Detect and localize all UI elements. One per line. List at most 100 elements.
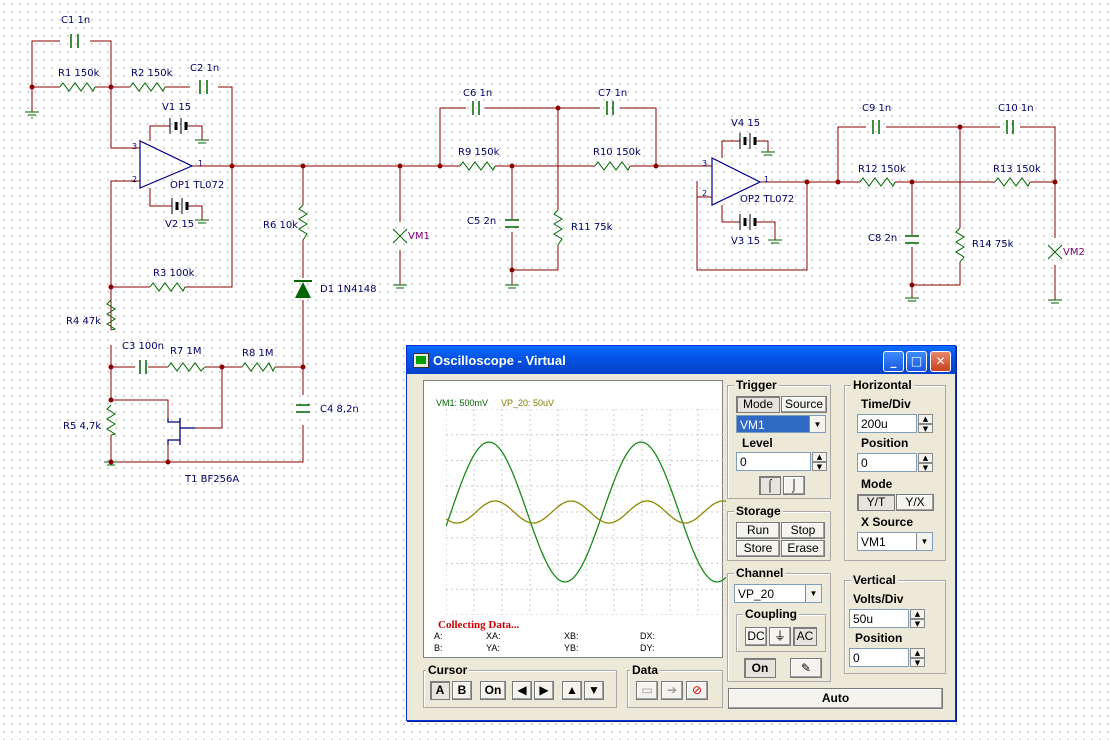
cursor-left-button[interactable]: ◀	[512, 681, 532, 700]
label-c7: C7 1n	[598, 88, 628, 99]
trigger-falling-edge-button[interactable]: ⌡	[783, 476, 805, 495]
status-text: Collecting Data...	[438, 619, 520, 631]
horizontal-position-input[interactable]: 0	[857, 453, 917, 472]
pin-3-op2: 3	[702, 159, 708, 168]
trigger-source-select[interactable]: VM1 ▼	[736, 415, 826, 433]
stop-button[interactable]: Stop	[781, 522, 825, 539]
trigger-mode-button[interactable]: Mode	[736, 396, 780, 413]
store-button[interactable]: Store	[736, 540, 780, 557]
mode-yt-button[interactable]: Y/T	[857, 494, 895, 511]
up-arrow-icon[interactable]: ▲	[910, 609, 925, 619]
vertical-position-input[interactable]: 0	[849, 648, 909, 667]
chevron-down-icon[interactable]: ▼	[916, 533, 932, 550]
clear-icon: ⊘	[691, 683, 703, 697]
label-c5: C5 2n	[467, 216, 497, 227]
window-title: Oscilloscope - Virtual	[433, 353, 566, 368]
down-arrow-icon[interactable]: ▼	[918, 423, 933, 433]
trigger-rising-edge-button[interactable]: ⌠	[759, 476, 781, 495]
voltsdiv-spinner[interactable]: ▲▼	[910, 609, 925, 628]
channel1-trace	[446, 441, 726, 583]
readout-xb: XB:	[564, 631, 579, 641]
xsource-label: X Source	[861, 515, 914, 529]
trigger-source-button[interactable]: Source	[781, 396, 827, 413]
coupling-group: Coupling DC ⏚ AC	[736, 607, 826, 652]
chevron-down-icon[interactable]: ▼	[809, 416, 825, 432]
auto-button[interactable]: Auto	[728, 688, 943, 709]
channel-value: VP_20	[738, 587, 775, 601]
maximize-button[interactable]: □	[906, 351, 927, 372]
scope-display[interactable]: VM1: 500mV VP_20: 50uV Collecting Data..…	[423, 380, 726, 658]
up-arrow-icon[interactable]: ▲	[918, 453, 933, 463]
mode-yx-button[interactable]: Y/X	[896, 494, 934, 511]
down-arrow-icon[interactable]: ▼	[910, 618, 925, 628]
data-export-button[interactable]: ➔	[661, 681, 683, 700]
minimize-button[interactable]: _	[883, 351, 904, 372]
label-r6: R6 10k	[263, 220, 299, 231]
voltsdiv-label: Volts/Div	[853, 592, 904, 606]
up-arrow-icon[interactable]: ▲	[910, 648, 925, 658]
down-arrow-icon[interactable]: ▼	[812, 461, 827, 471]
trigger-title: Trigger	[734, 378, 779, 392]
chevron-down-icon[interactable]: ▼	[805, 585, 821, 602]
down-arrow-icon[interactable]: ▼	[918, 462, 933, 472]
run-button[interactable]: Run	[736, 522, 780, 539]
xsource-select[interactable]: VM1 ▼	[857, 532, 933, 551]
coupling-ac-button[interactable]: AC	[793, 627, 817, 646]
label-r5: R5 4,7k	[63, 421, 102, 432]
coupling-dc-button[interactable]: DC	[745, 627, 767, 646]
vertical-position-spinner[interactable]: ▲▼	[910, 648, 925, 667]
up-arrow-icon[interactable]: ▲	[918, 414, 933, 424]
ground-icon: ⏚	[773, 629, 786, 643]
label-r4: R4 47k	[66, 316, 102, 327]
storage-panel: Storage Run Stop Store Erase	[727, 504, 831, 561]
mode-label: Mode	[861, 477, 893, 491]
label-op2: OP2 TL072	[740, 194, 795, 205]
oscilloscope-window[interactable]: Oscilloscope - Virtual _ □ ✕ VM1: 500mV …	[406, 345, 956, 721]
horizontal-title: Horizontal	[851, 378, 914, 392]
vertical-position-label: Position	[855, 631, 903, 645]
pin-2-op2: 2	[702, 189, 708, 198]
falling-edge-icon: ⌡	[790, 478, 798, 492]
close-button[interactable]: ✕	[930, 351, 951, 372]
pin-1-op2: 1	[764, 175, 770, 184]
cursor-up-button[interactable]: ▲	[562, 681, 582, 700]
up-arrow-icon[interactable]: ▲	[812, 452, 827, 462]
timediv-input[interactable]: 200u	[857, 414, 917, 433]
label-c8: C8 2n	[868, 233, 898, 244]
channel-color-button[interactable]: ✎	[790, 658, 822, 678]
erase-button[interactable]: Erase	[781, 540, 825, 557]
label-c4: C4 8,2n	[320, 404, 359, 415]
label-v2: V2 15	[165, 219, 195, 230]
title-bar[interactable]: Oscilloscope - Virtual _ □ ✕	[407, 346, 955, 374]
cursor-right-button[interactable]: ▶	[534, 681, 554, 700]
horizontal-position-spinner[interactable]: ▲▼	[918, 453, 933, 472]
data-clear-button[interactable]: ⊘	[686, 681, 708, 700]
cursor-a-button[interactable]: A	[430, 681, 450, 700]
arrow-up-icon: ▲	[566, 683, 578, 697]
channel-title: Channel	[734, 566, 786, 580]
channel-on-button[interactable]: On	[744, 658, 776, 678]
channel-panel: Channel VP_20 ▼ Coupling DC ⏚ AC On ✎	[727, 566, 831, 682]
trigger-level-spinner[interactable]: ▲▼	[812, 452, 827, 471]
pin-1-op1: 1	[198, 159, 204, 168]
label-vm1: VM1	[408, 231, 430, 242]
data-open-button[interactable]: ▭	[636, 681, 658, 700]
cursor-down-button[interactable]: ▼	[584, 681, 604, 700]
channel-select[interactable]: VP_20 ▼	[734, 584, 822, 603]
rising-edge-icon: ⌠	[766, 478, 774, 492]
scope-grid	[446, 409, 726, 615]
data-panel: Data ▭ ➔ ⊘	[627, 663, 723, 708]
pin-3-op1: 3	[132, 142, 138, 151]
coupling-gnd-button[interactable]: ⏚	[769, 627, 791, 646]
label-r3: R3 100k	[153, 268, 195, 279]
voltsdiv-input[interactable]: 50u	[849, 609, 909, 628]
cursor-b-button[interactable]: B	[452, 681, 472, 700]
storage-title: Storage	[734, 504, 783, 518]
down-arrow-icon[interactable]: ▼	[910, 657, 925, 667]
cursor-on-button[interactable]: On	[480, 681, 506, 700]
timediv-spinner[interactable]: ▲▼	[918, 414, 933, 433]
trigger-source-value: VM1	[740, 418, 765, 432]
trigger-level-input[interactable]: 0	[736, 452, 811, 471]
readout-xa: XA:	[486, 631, 501, 641]
